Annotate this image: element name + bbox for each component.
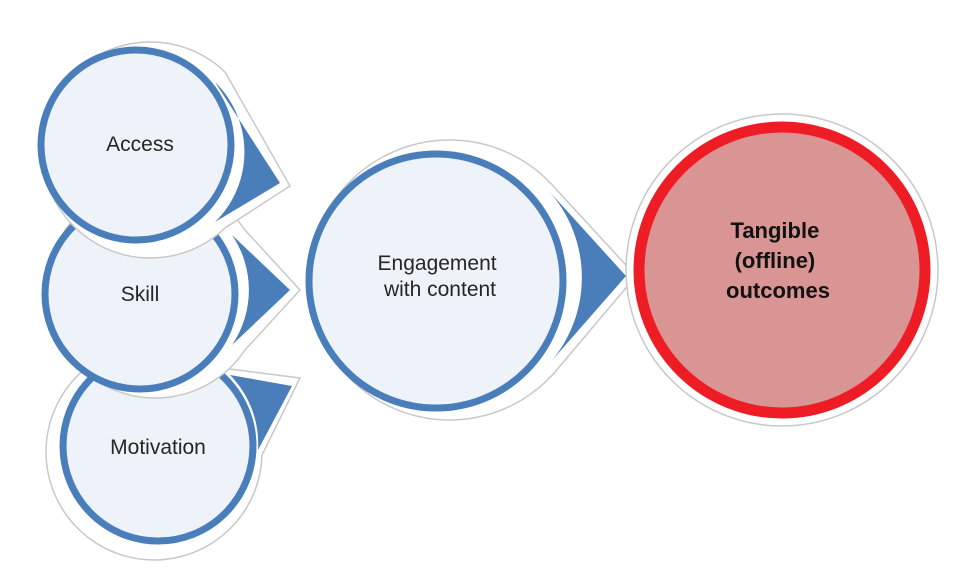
outcomes-label-line-3: outcomes [726,278,830,303]
access-circle [37,46,235,244]
engagement-label: Engagement with content [378,252,503,301]
node-engagement: Engagement with content [305,139,637,421]
engagement-label-line-2: with content [383,278,496,301]
node-outcomes: Tangible (offline) outcomes [625,113,939,427]
motivation-pointer [230,375,292,450]
engagement-pointer [548,190,626,365]
access-label: Access [106,133,174,156]
outcomes-label-line-2: (offline) [735,248,816,273]
node-access: Access [37,41,292,259]
outcomes-label-line-1: Tangible [731,218,820,243]
motivation-label: Motivation [110,436,206,459]
outcomes-label: Tangible (offline) outcomes [726,218,830,303]
node-motivation: Motivation [45,343,302,561]
outcomes-circle [633,121,931,419]
access-pointer [215,82,280,222]
engagement-circle [305,150,567,412]
skill-pointer [232,235,290,345]
skill-label: Skill [121,283,160,306]
engagement-label-line-1: Engagement [378,252,497,275]
